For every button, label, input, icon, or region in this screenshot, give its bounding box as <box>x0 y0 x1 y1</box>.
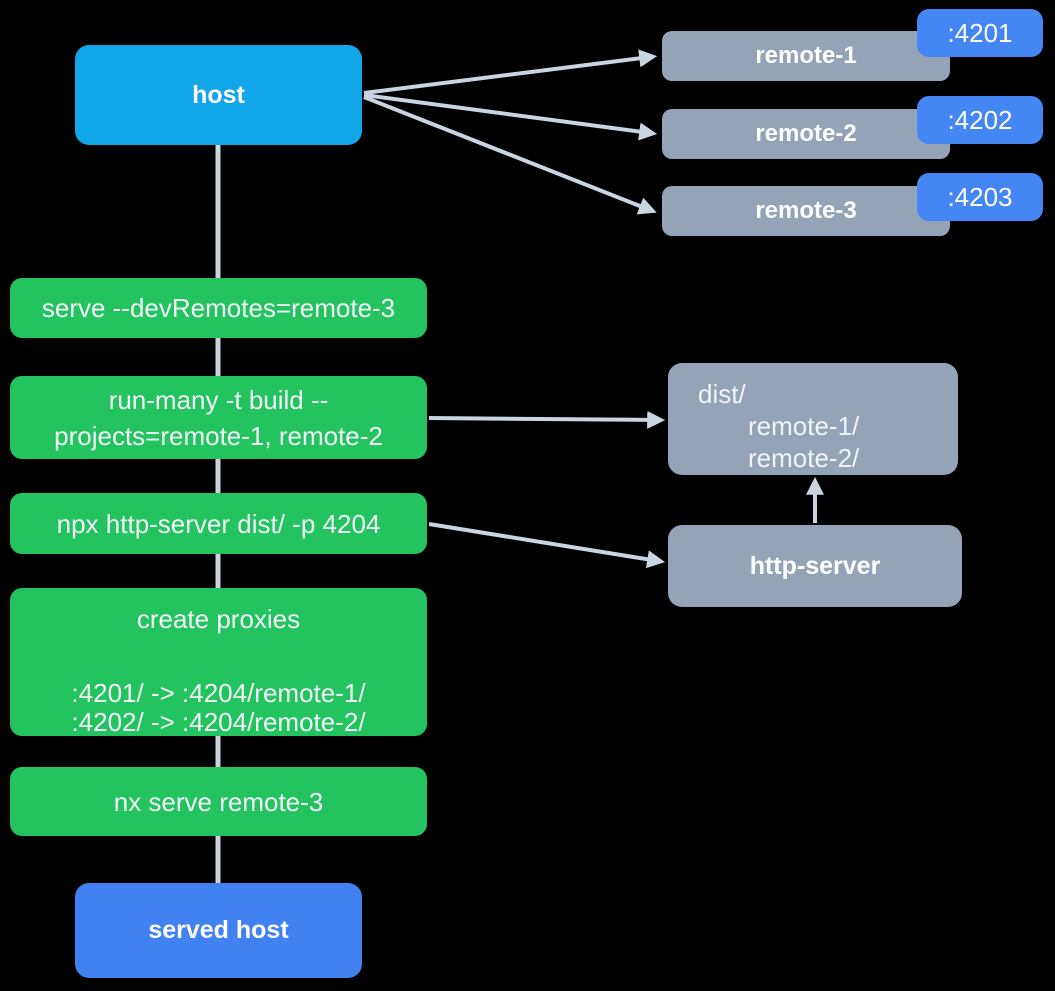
step-nx-serve-remote-3: nx serve remote-3 <box>10 767 427 836</box>
remote-1-port-badge: :4201 <box>917 9 1043 57</box>
proxy-mapping-4201: :4201/ -> :4204/remote-1/ <box>71 678 366 708</box>
arrow-runmany-to-dist <box>428 410 666 429</box>
dist-folder-node: dist/ remote-1/ remote-2/ <box>668 363 958 475</box>
remote-3-port-badge: :4203 <box>917 173 1043 221</box>
arrow-host-to-remote-1 <box>363 49 658 95</box>
remote-3-node: remote-3 <box>662 186 950 236</box>
proxy-mapping-4202: :4202/ -> :4204/remote-2/ <box>71 707 366 737</box>
dist-folder-remote-2: remote-2/ <box>748 443 860 473</box>
http-server-node: http-server <box>668 525 962 607</box>
step-run-many-line-2: projects=remote-1, remote-2 <box>54 420 383 451</box>
step-run-many-line-1: run-many -t build -- <box>108 384 329 415</box>
remote-1-node: remote-1 <box>662 31 950 81</box>
arrow-host-to-remote-2 <box>363 93 658 141</box>
dist-folder-root: dist/ <box>698 379 746 409</box>
proxy-mappings: :4201/ -> :4204/remote-1/ :4202/ -> :420… <box>71 679 365 737</box>
arrow-host-to-remote-3 <box>363 95 657 215</box>
arrow-npx-to-httpserver <box>428 522 666 569</box>
create-proxies-title: create proxies <box>136 604 301 634</box>
served-host-node: served host <box>75 883 362 978</box>
remote-2-port-badge: :4202 <box>917 96 1043 144</box>
step-serve-devremotes: serve --devRemotes=remote-3 <box>10 278 427 338</box>
dist-folder-remote-1: remote-1/ <box>748 411 860 441</box>
host-node: host <box>75 45 362 145</box>
remote-2-node: remote-2 <box>662 109 950 159</box>
step-create-proxies: create proxies :4201/ -> :4204/remote-1/… <box>10 588 427 737</box>
step-run-many-build: run-many -t build -- projects=remote-1, … <box>10 376 427 459</box>
step-npx-http-server: npx http-server dist/ -p 4204 <box>10 493 427 554</box>
